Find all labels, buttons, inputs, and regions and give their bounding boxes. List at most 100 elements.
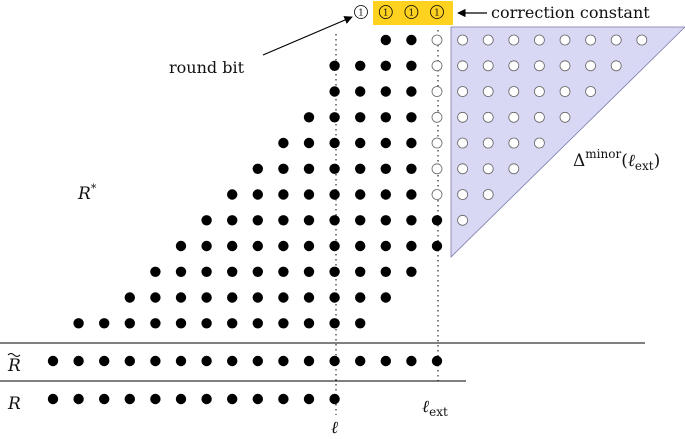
- r-dot: [252, 393, 263, 405]
- r-tilde-dot: [124, 355, 135, 367]
- partial-product-dot: [303, 189, 315, 200]
- partial-product-dot: [227, 318, 238, 329]
- r-tilde-row: [47, 355, 443, 367]
- partial-product-dot: [278, 163, 289, 174]
- r-star-label: R*: [77, 182, 97, 204]
- partial-product-dot: [355, 86, 366, 97]
- partial-product-dot: [303, 266, 315, 277]
- partial-product-dot: [175, 292, 187, 303]
- partial-product-dot: [329, 240, 340, 252]
- partial-product-dot: [303, 137, 315, 149]
- minor-dot: [610, 60, 622, 72]
- partial-product-dot: [380, 112, 391, 123]
- minor-dot: [610, 34, 622, 46]
- minor-dot: [457, 86, 469, 97]
- partial-product-dot: [406, 86, 417, 97]
- partial-product-dot: [406, 240, 417, 252]
- partial-product-dot: [329, 137, 340, 149]
- r-dot: [175, 393, 187, 405]
- partial-product-dot: [303, 292, 315, 303]
- minor-dot: [482, 86, 494, 97]
- minor-dot: [457, 189, 469, 200]
- svg-text:1: 1: [409, 9, 415, 19]
- minor-dot: [534, 86, 545, 97]
- minor-dot: [457, 163, 469, 175]
- r-dot: [303, 393, 315, 405]
- minor-dot: [585, 34, 596, 46]
- partial-product-dot: [73, 318, 84, 329]
- r-tilde-dot: [99, 355, 110, 367]
- r-star-partial-products: [73, 34, 443, 329]
- minor-dot: [534, 137, 545, 149]
- r-tilde-dot: [278, 355, 289, 367]
- r-dot: [329, 393, 340, 405]
- partial-product-dot: [150, 292, 161, 303]
- partial-product-dot: [329, 60, 340, 71]
- partial-product-dot: [175, 240, 187, 252]
- minor-dot: [482, 111, 494, 123]
- partial-product-dot: [355, 60, 366, 71]
- partial-product-dot: [252, 189, 263, 200]
- minor-dot: [559, 86, 571, 97]
- partial-product-dot: [380, 215, 391, 226]
- partial-product-dot: [406, 266, 417, 277]
- minor-dot: [508, 34, 520, 46]
- r-tilde-dot: [406, 355, 417, 367]
- minor-dot: [482, 163, 494, 175]
- partial-product-dot: [303, 163, 315, 174]
- minor-dot: [508, 86, 520, 97]
- r-tilde-dot: [175, 355, 187, 367]
- partial-product-dot: [124, 318, 135, 329]
- r-tilde-label: R: [7, 353, 21, 376]
- r-tilde-dot: [380, 355, 391, 367]
- delta-minor-label: Δminor(ℓext): [573, 147, 660, 173]
- svg-text:1: 1: [383, 9, 389, 19]
- minor-dot: [457, 34, 469, 46]
- r-dot: [227, 393, 238, 405]
- partial-product-dot: [201, 318, 212, 329]
- round-bit-arrow: [262, 16, 353, 56]
- partial-product-dot: [406, 137, 417, 149]
- r-row: [47, 393, 340, 405]
- partial-product-dot: [406, 60, 417, 71]
- minor-dot: [482, 60, 494, 72]
- partial-product-dot: [252, 215, 263, 226]
- minor-dot: [559, 111, 571, 123]
- partial-product-dot: [380, 163, 391, 174]
- partial-product-dot: [150, 318, 161, 329]
- r-dot: [47, 393, 59, 405]
- r-tilde-dot: [431, 355, 443, 367]
- correction-bit: 1: [430, 5, 444, 19]
- correction-constant-label: correction constant: [491, 3, 650, 22]
- partial-product-dot: [406, 112, 417, 123]
- minor-dot: [457, 214, 469, 226]
- partial-product-dot: [329, 292, 340, 303]
- partial-product-dot: [99, 318, 110, 329]
- ell-ext-label: ℓext: [422, 397, 448, 419]
- partial-product-dot: [380, 240, 391, 252]
- partial-product-dot: [175, 266, 187, 277]
- partial-product-dot: [355, 163, 366, 174]
- minor-dot: [431, 34, 443, 46]
- r-tilde-dot: [355, 355, 366, 367]
- partial-product-dot: [303, 240, 315, 252]
- partial-product-dot: [252, 266, 263, 277]
- partial-product-dot: [252, 240, 263, 252]
- minor-dot: [431, 137, 443, 149]
- r-tilde-dot: [329, 355, 340, 367]
- partial-product-dot: [406, 189, 417, 200]
- partial-product-dot: [355, 318, 366, 329]
- correction-constant-box: [373, 1, 453, 25]
- minor-dot: [431, 163, 443, 175]
- partial-product-dot: [380, 60, 391, 71]
- partial-product-dot: [329, 215, 340, 226]
- partial-product-dot: [278, 292, 289, 303]
- partial-product-dot: [201, 266, 212, 277]
- partial-product-dot: [227, 266, 238, 277]
- partial-product-dot: [406, 215, 417, 226]
- minor-dot: [482, 189, 494, 200]
- r-tilde-dot: [252, 355, 263, 367]
- partial-product-dot: [252, 163, 263, 174]
- minor-dot: [534, 60, 545, 72]
